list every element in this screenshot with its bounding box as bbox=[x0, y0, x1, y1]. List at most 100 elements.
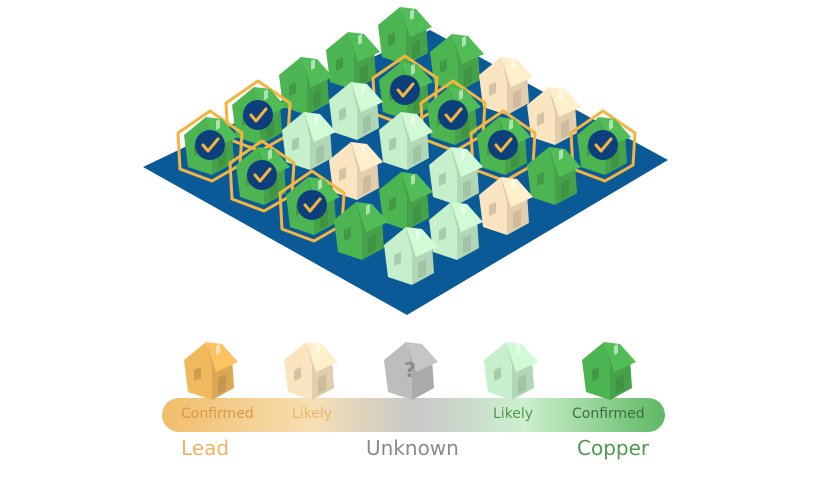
chimney-icon bbox=[410, 9, 414, 20]
window-icon bbox=[292, 137, 299, 151]
legend-unknown-heading: Unknown bbox=[366, 436, 459, 460]
house-copper-confirmed bbox=[334, 202, 388, 260]
checkmark-icon bbox=[494, 137, 513, 153]
window-icon bbox=[489, 202, 496, 216]
window-icon bbox=[339, 107, 346, 121]
chimney-icon bbox=[459, 89, 463, 100]
verified-outline bbox=[569, 109, 637, 183]
window-icon bbox=[439, 172, 446, 186]
door-icon bbox=[616, 374, 624, 394]
chimney-icon bbox=[264, 89, 268, 100]
chimney-icon bbox=[559, 149, 563, 160]
window-icon bbox=[294, 367, 301, 381]
door-icon bbox=[368, 234, 376, 254]
house-copper-confirmed bbox=[176, 109, 244, 183]
checkmark-icon bbox=[249, 107, 268, 123]
door-icon bbox=[413, 204, 421, 224]
chimney-icon bbox=[614, 344, 618, 355]
door-icon bbox=[413, 144, 421, 164]
door-icon bbox=[561, 119, 569, 139]
chimney-icon bbox=[461, 204, 465, 215]
window-icon bbox=[389, 137, 396, 151]
verified-badge-icon bbox=[438, 100, 468, 130]
verified-badge-icon bbox=[247, 160, 277, 190]
legend-copper-confirmed-label: Confirmed bbox=[572, 406, 645, 422]
house-copper-likely bbox=[429, 147, 483, 205]
house-copper-confirmed bbox=[326, 32, 380, 90]
legend-copper-likely-label: Likely bbox=[493, 406, 534, 422]
chimney-icon bbox=[311, 59, 315, 70]
house-copper-confirmed bbox=[569, 109, 637, 183]
door-icon bbox=[418, 259, 426, 279]
verified-badge-icon bbox=[390, 75, 420, 105]
chimney-icon bbox=[511, 59, 515, 70]
door-icon bbox=[513, 209, 521, 229]
verified-badge-icon bbox=[588, 130, 618, 160]
house-copper-confirmed bbox=[278, 169, 346, 243]
chimney-icon bbox=[411, 114, 415, 125]
legend-lead-heading: Lead bbox=[181, 436, 230, 460]
house-copper-likely bbox=[282, 112, 336, 170]
verified-badge-icon bbox=[195, 130, 225, 160]
chimney-icon bbox=[366, 204, 370, 215]
checkmark-icon bbox=[444, 107, 463, 123]
chimney-icon bbox=[361, 144, 365, 155]
legend-lead-confirmed-label: Confirmed bbox=[181, 406, 254, 422]
legend-copper-heading: Copper bbox=[577, 436, 650, 460]
window-icon bbox=[388, 32, 395, 46]
verified-outline bbox=[278, 169, 346, 243]
window-icon bbox=[289, 82, 296, 96]
door-icon bbox=[218, 374, 226, 394]
legend-gradient-bar bbox=[162, 398, 665, 432]
door-icon bbox=[318, 374, 326, 394]
chimney-icon bbox=[516, 344, 520, 355]
door-icon bbox=[463, 179, 471, 199]
door-icon bbox=[316, 144, 324, 164]
house-copper-likely bbox=[329, 82, 383, 140]
window-icon bbox=[439, 227, 446, 241]
legend-house-copper-likely bbox=[484, 342, 538, 400]
checkmark-icon bbox=[303, 197, 322, 213]
house-copper-confirmed bbox=[469, 109, 537, 183]
house-copper-confirmed bbox=[224, 79, 292, 153]
chimney-icon bbox=[358, 34, 362, 45]
legend-house-unknown: ? bbox=[384, 342, 438, 400]
house-copper-confirmed bbox=[371, 54, 439, 128]
chimney-icon bbox=[559, 89, 563, 100]
chimney-icon bbox=[268, 149, 272, 160]
house-copper-confirmed bbox=[527, 147, 581, 205]
question-mark-icon: ? bbox=[404, 358, 416, 382]
verified-outline bbox=[176, 109, 244, 183]
window-icon bbox=[394, 252, 401, 266]
window-icon bbox=[344, 227, 351, 241]
checkmark-icon bbox=[253, 167, 272, 183]
chimney-icon bbox=[609, 119, 613, 130]
chimney-icon bbox=[316, 344, 320, 355]
window-icon bbox=[489, 82, 496, 96]
checkmark-icon bbox=[201, 137, 220, 153]
door-icon bbox=[464, 66, 472, 86]
window-icon bbox=[336, 57, 343, 71]
chimney-icon bbox=[416, 229, 420, 240]
chimney-icon bbox=[411, 174, 415, 185]
checkmark-icon bbox=[594, 137, 613, 153]
chimney-icon bbox=[361, 84, 365, 95]
legend-lead-likely-label: Likely bbox=[292, 406, 333, 422]
house-copper-confirmed bbox=[378, 7, 432, 65]
window-icon bbox=[537, 112, 544, 126]
door-icon bbox=[513, 89, 521, 109]
door-icon bbox=[463, 234, 471, 254]
window-icon bbox=[537, 172, 544, 186]
window-icon bbox=[339, 167, 346, 181]
house-copper-confirmed bbox=[228, 139, 296, 213]
house-copper-confirmed bbox=[379, 172, 433, 230]
window-icon bbox=[494, 367, 501, 381]
chimney-icon bbox=[509, 119, 513, 130]
chimney-icon bbox=[216, 344, 220, 355]
legend-house-lead-likely bbox=[284, 342, 338, 400]
chimney-icon bbox=[411, 64, 415, 75]
door-icon bbox=[412, 39, 420, 59]
verified-badge-icon bbox=[297, 190, 327, 220]
chimney-icon bbox=[314, 114, 318, 125]
